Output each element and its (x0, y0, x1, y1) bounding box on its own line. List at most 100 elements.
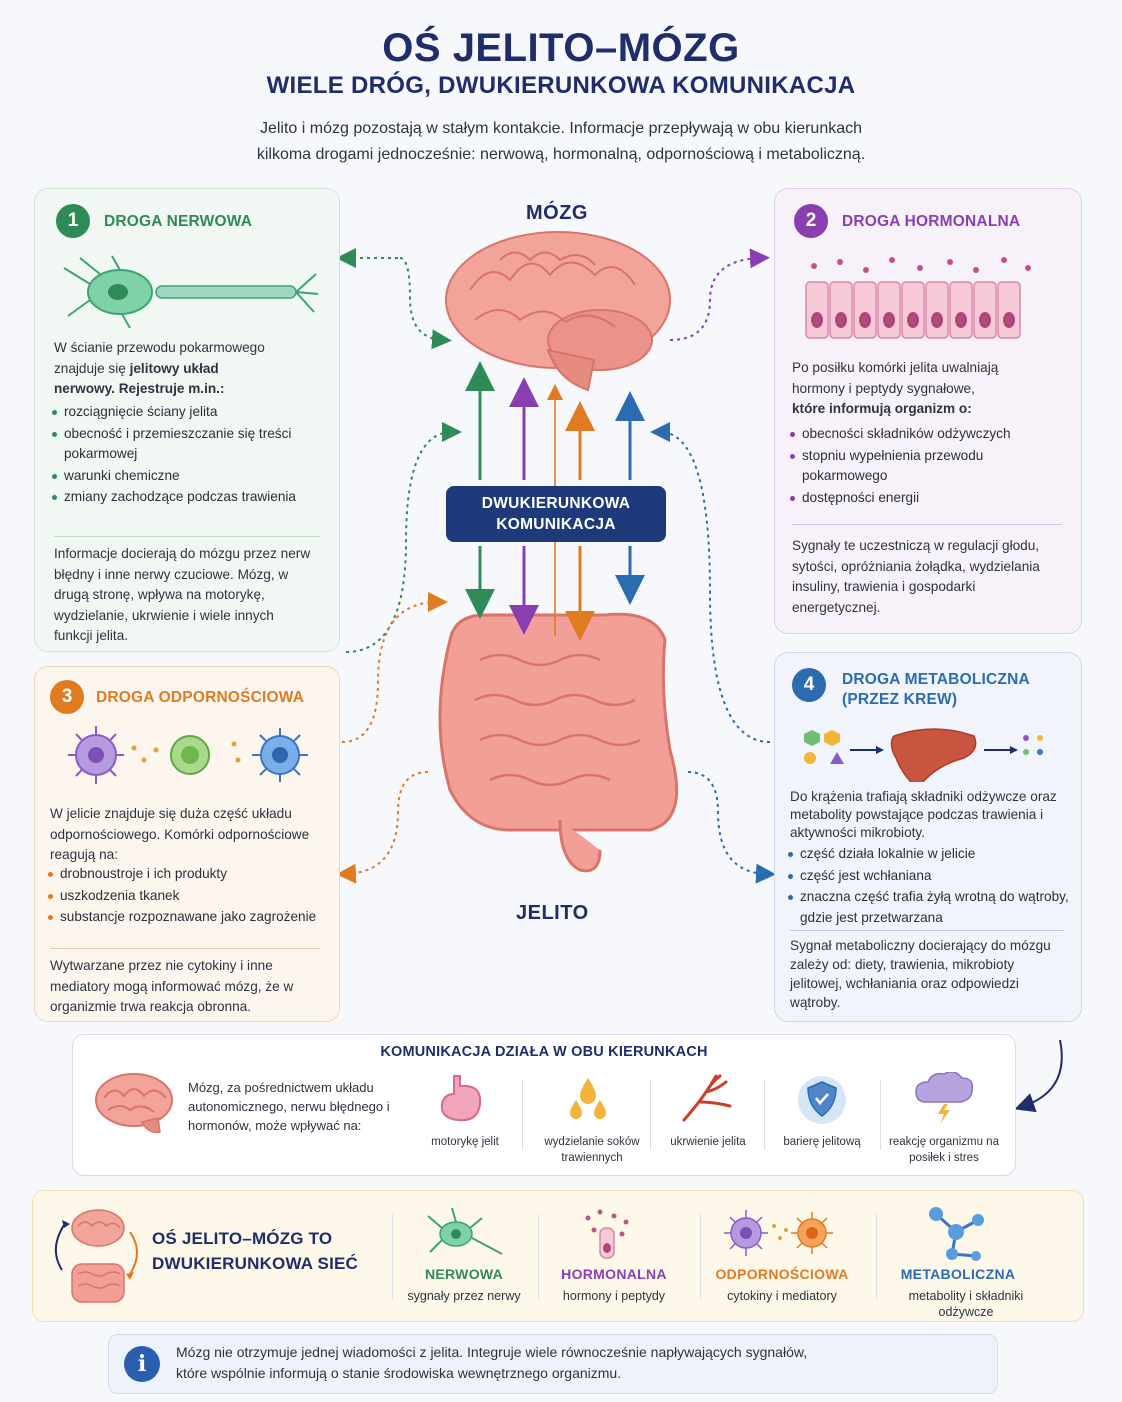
network-sub: sygnały przez nerwy (407, 1289, 521, 1303)
brain-small-icon (95, 1073, 173, 1134)
storm-cloud-icon (915, 1072, 974, 1124)
list-item: warunki chemiczne (52, 466, 322, 487)
brain-gut-cycle-icon (55, 1209, 138, 1303)
brain-label: MÓZG (526, 202, 588, 224)
page-title: OŚ JELITO–MÓZG (382, 26, 740, 70)
hormone-cell-icon (585, 1209, 629, 1259)
gut-label: JELITO (516, 902, 589, 924)
intro-line-2: kilkoma drogami jednocześnie: nerwową, h… (256, 146, 866, 163)
metabolic-list: część działa lokalnie w jelicie część je… (788, 844, 1072, 929)
stomach-icon (440, 1075, 482, 1122)
list-item: znaczna część trafia żyłą wrotną do wątr… (788, 887, 1072, 928)
badge-3: 3 (50, 680, 84, 714)
nerve-intro-1: W ścianie przewodu pokarmowego (54, 340, 265, 355)
divider (392, 1214, 393, 1300)
effect-label: ukrwienie jelita (670, 1136, 746, 1148)
effect-label: wydzielanie soków trawiennych (544, 1136, 640, 1164)
divider (50, 948, 320, 949)
metabolic-title-1: DROGA METABOLICZNA (842, 671, 1030, 688)
hormone-list: obecności składników odżywczych stopniu … (790, 424, 1072, 509)
nerve-intro-2a: znajduje się (54, 360, 130, 376)
divider (790, 930, 1064, 931)
nerve-outro: Informacje docierają do mózgu przez nerw… (54, 546, 311, 643)
list-item: stopniu wypełnienia przewodu pokarmowego (790, 446, 1072, 487)
immune-intro: W jelicie znajduje się duża część układu… (50, 806, 310, 862)
metabolic-title-2: (PRZEZ KREW) (842, 691, 958, 708)
list-item: obecności składników odżywczych (790, 424, 1072, 445)
nerve-intro-2b: jelitowy układ (129, 360, 219, 376)
divider (764, 1080, 765, 1150)
divider (650, 1080, 651, 1150)
info-text: Mózg nie otrzymuje jednej wiadomości z j… (176, 1342, 976, 1384)
network-name: METABOLICZNA (900, 1266, 1016, 1282)
nerve-list: rozciągnięcie ściany jelita obecność i p… (52, 402, 322, 509)
intro-text: Jelito i mózg pozostają w stałym kontakc… (160, 116, 962, 168)
effect-label: motorykę jelit (431, 1136, 499, 1148)
network-title-2: DWUKIERUNKOWA SIEĆ (152, 1254, 359, 1273)
list-item: substancje rozpoznawane jako zagrożenie (48, 907, 320, 928)
badge-2: 2 (794, 204, 828, 238)
effect-label: reakcję organizmu na posiłek i stres (889, 1136, 999, 1164)
nerve-intro-3: nerwowy. Rejestruje m.in.: (54, 381, 225, 396)
immune-title: DROGA ODPORNOŚCIOWA (96, 689, 305, 706)
metabolism-icon (804, 728, 1043, 782)
network-title-1: OŚ JELITO–MÓZG TO (152, 1229, 333, 1248)
divider (538, 1214, 539, 1300)
card-metabolic-pathway (774, 652, 1082, 1022)
metabolic-title: DROGA METABOLICZNA (PRZEZ KREW) (842, 670, 1030, 710)
neuron-small-icon (427, 1207, 503, 1255)
badge-1: 1 (56, 204, 90, 238)
hormone-intro-3: które informują organizm o: (792, 401, 972, 416)
list-item: zmiany zachodzące podczas trawienia (52, 487, 322, 508)
intestinal-cells-icon (805, 257, 1031, 339)
divider (522, 1080, 523, 1150)
both-ways-text: Mózg, za pośrednictwem układu autonomicz… (188, 1080, 390, 1133)
network-name: HORMONALNA (561, 1266, 667, 1282)
intro-line-1: Jelito i mózg pozostają w stałym kontakc… (259, 120, 863, 137)
divider (792, 524, 1062, 525)
card-hormone-pathway (774, 188, 1082, 634)
comm-line-1: DWUKIERUNKOWA (481, 495, 631, 512)
list-item: część jest wchłaniana (788, 866, 1072, 887)
divider (700, 1214, 701, 1300)
immune-outro: Wytwarzane przez nie cytokiny i inne med… (50, 958, 294, 1014)
info-bar (108, 1334, 998, 1394)
nerve-title: DROGA NERWOWA (104, 213, 253, 230)
network-title: OŚ JELITO–MÓZG TO DWUKIERUNKOWA SIEĆ (152, 1226, 392, 1276)
network-sub: cytokiny i mediatory (727, 1289, 837, 1303)
info-icon: i (124, 1346, 160, 1382)
list-item: uszkodzenia tkanek (48, 886, 320, 907)
list-item: dostępności energii (790, 488, 1072, 509)
badge-4: 4 (792, 668, 826, 702)
page-subtitle: WIELE DRÓG, DWUKIERUNKOWA KOMUNIKACJA (266, 72, 856, 99)
divider (54, 536, 320, 537)
blood-vessel-icon (682, 1074, 732, 1122)
hormone-intro: Po posiłku komórki jelita uwalniają horm… (792, 358, 1068, 420)
brain-icon (445, 231, 671, 392)
molecule-icon (929, 1207, 984, 1261)
network-name: ODPORNOŚCIOWA (715, 1266, 849, 1282)
drops-icon (570, 1078, 606, 1119)
list-item: rozciągnięcie ściany jelita (52, 402, 322, 423)
metabolic-outro: Sygnał metaboliczny docierający do mózgu… (790, 938, 1051, 1010)
card-nerve-pathway (34, 188, 340, 652)
both-ways-title: KOMUNIKACJA DZIAŁA W OBU KIERUNKACH (380, 1044, 708, 1060)
list-item: drobnoustroje i ich produkty (48, 864, 320, 885)
immune-small-icon (724, 1210, 833, 1256)
divider (880, 1080, 881, 1150)
bidirectional-communication-box: DWUKIERUNKOWA KOMUNIKACJA (446, 486, 666, 542)
info-line-2: które wspólnie informują o stanie środow… (176, 1365, 622, 1381)
network-sub: hormony i peptydy (562, 1289, 666, 1303)
effect-label: barierę jelitową (783, 1136, 861, 1148)
network-sub: metabolity i składniki odżywcze (908, 1289, 1024, 1319)
shield-icon (798, 1076, 846, 1124)
immune-list: drobnoustroje i ich produkty uszkodzenia… (48, 864, 320, 929)
metabolic-intro: Do krążenia trafiają składniki odżywcze … (790, 789, 1057, 840)
hormone-outro: Sygnały te uczestniczą w regulacji głodu… (792, 538, 1040, 615)
neuron-icon (63, 255, 319, 329)
both-ways-panel (72, 1034, 1016, 1176)
hormone-title: DROGA HORMONALNA (842, 213, 1021, 230)
divider (876, 1214, 877, 1300)
hormone-intro-2: hormony i peptydy sygnałowe, (792, 380, 975, 396)
